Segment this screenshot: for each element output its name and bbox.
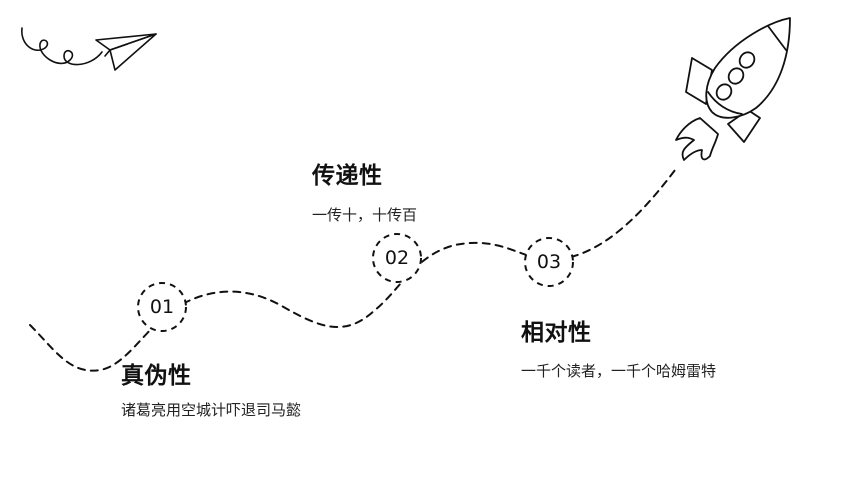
node-number-01: 01: [149, 296, 175, 318]
node-circle-01: [137, 282, 187, 332]
milestone-desc-03: 一千个读者，一千个哈姆雷特: [521, 362, 717, 380]
paper-plane-icon: [21, 27, 157, 71]
node-circle-02: [372, 233, 422, 283]
milestone-title-02: 传递性: [312, 163, 383, 189]
rocket-icon: [675, 17, 791, 161]
node-circle-03: [524, 237, 574, 287]
milestone-desc-02: 一传十，十传百: [312, 206, 418, 224]
milestone-title-03: 相对性: [521, 320, 592, 346]
milestone-title-01: 真伪性: [121, 363, 192, 389]
node-number-02: 02: [384, 247, 410, 269]
node-number-03: 03: [536, 251, 562, 273]
milestone-desc-01: 诸葛亮用空城计吓退司马懿: [121, 401, 302, 419]
